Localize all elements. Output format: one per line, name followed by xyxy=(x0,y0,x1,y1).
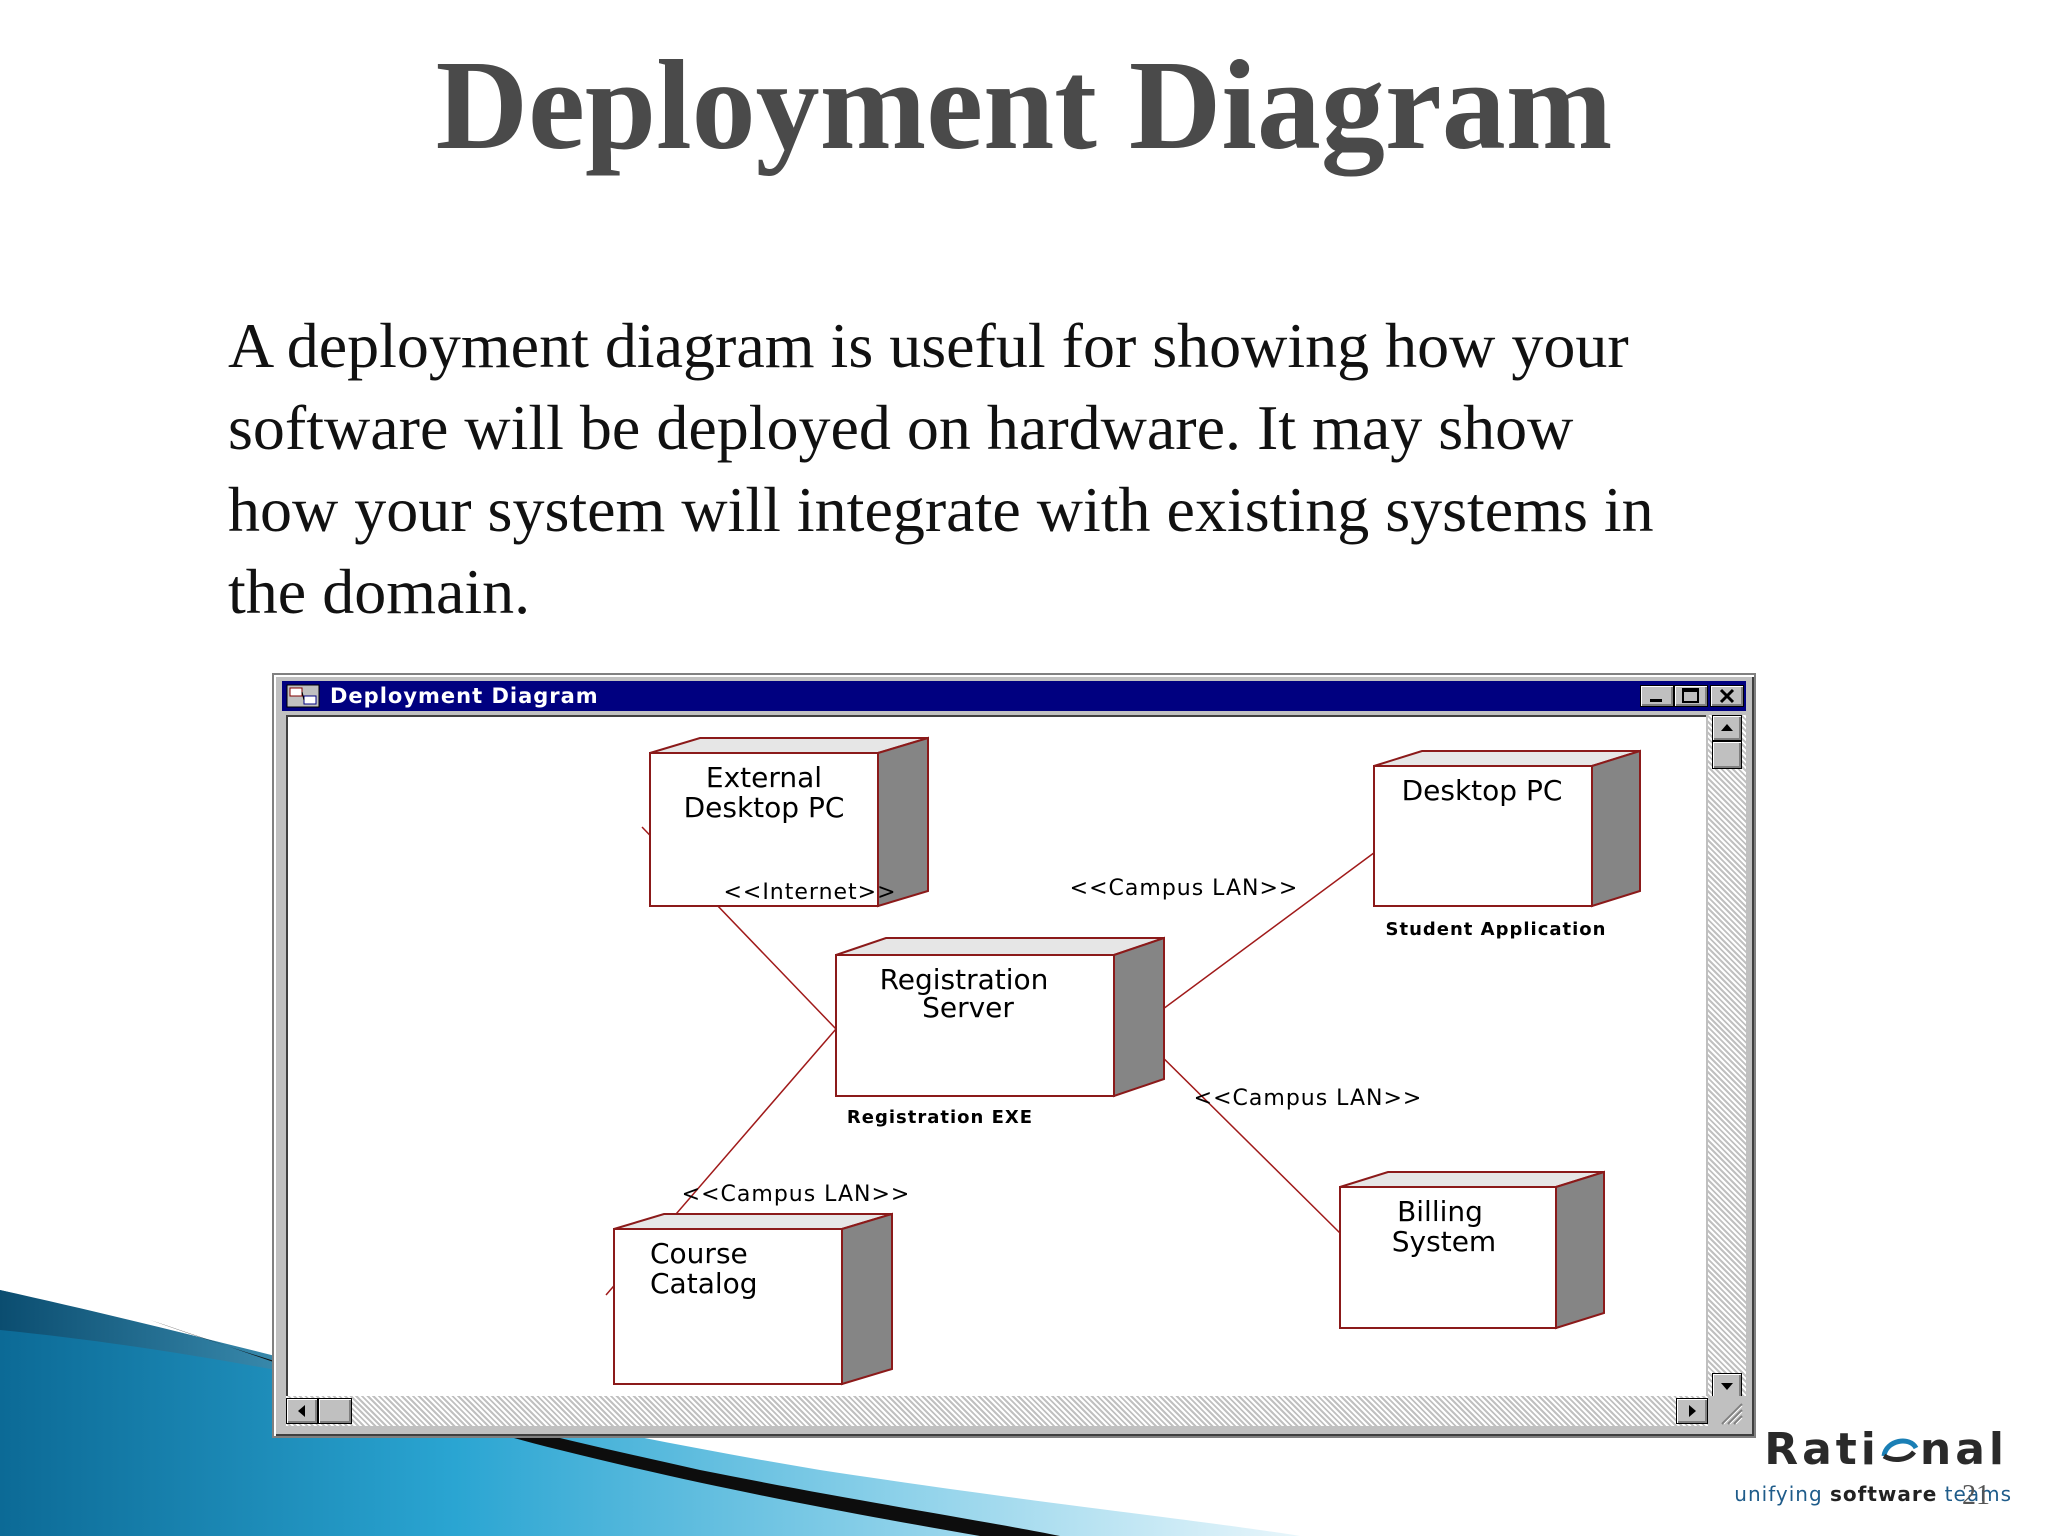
label-internet: <<Internet>> xyxy=(723,880,896,905)
node-billing-line2: System xyxy=(1392,1225,1496,1258)
logo-tag-c: teams xyxy=(1937,1482,2012,1506)
node-registration-line2: Server xyxy=(922,991,1014,1024)
label-campus-lan-desktop: <<Campus LAN>> xyxy=(1070,876,1299,901)
node-course-line2: Catalog xyxy=(650,1267,758,1300)
node-external-line1: External xyxy=(706,761,822,794)
arrow-right-icon xyxy=(1689,1405,1696,1417)
close-button[interactable] xyxy=(1710,685,1744,707)
node-billing-line1: Billing xyxy=(1397,1195,1483,1228)
scroll-left-button[interactable] xyxy=(286,1398,318,1424)
diagram-app-icon xyxy=(286,684,320,708)
minimize-button[interactable] xyxy=(1640,685,1674,707)
close-icon xyxy=(1719,688,1735,704)
slide-title: Deployment Diagram xyxy=(435,34,1613,176)
maximize-icon xyxy=(1682,688,1699,703)
process-registration-exe: Registration EXE xyxy=(847,1107,1033,1128)
vertical-scrollbar[interactable] xyxy=(1708,715,1746,1399)
horizontal-scroll-thumb[interactable] xyxy=(318,1398,352,1424)
maximize-button[interactable] xyxy=(1674,685,1708,707)
deployment-diagram-window: Deployment Diagram External Desktop PC xyxy=(272,673,1756,1438)
diagram-canvas[interactable]: External Desktop PC Desktop PC Student A… xyxy=(286,715,1706,1401)
logo-word-a: Rati xyxy=(1764,1424,1880,1475)
logo-word-b: nal xyxy=(1919,1424,2008,1475)
logo-tag-b: software xyxy=(1830,1482,1938,1506)
label-campus-lan-course: <<Campus LAN>> xyxy=(682,1182,911,1207)
node-course-line1: Course xyxy=(650,1237,748,1270)
node-external-desktop-pc[interactable]: External Desktop PC xyxy=(649,736,929,908)
minimize-icon xyxy=(1650,699,1662,702)
page-number: 21 xyxy=(1962,1480,1990,1511)
label-campus-lan-billing: <<Campus LAN>> xyxy=(1194,1086,1423,1111)
arrow-down-icon xyxy=(1721,1383,1733,1390)
resize-grip[interactable] xyxy=(1708,1396,1746,1426)
node-course-catalog[interactable]: Course Catalog xyxy=(613,1212,893,1386)
vertical-scroll-thumb[interactable] xyxy=(1712,741,1742,769)
connection-desktop-lan[interactable] xyxy=(1135,840,1391,1030)
node-registration-server[interactable]: Registration Server xyxy=(835,936,1165,1098)
window-titlebar[interactable]: Deployment Diagram xyxy=(282,681,1746,711)
connection-billing-lan[interactable] xyxy=(1135,1030,1345,1238)
node-billing-system[interactable]: Billing System xyxy=(1339,1170,1605,1330)
node-registration-line1: Registration xyxy=(880,963,1049,996)
node-desktop-pc[interactable]: Desktop PC xyxy=(1373,749,1641,908)
window-title: Deployment Diagram xyxy=(330,684,599,708)
scroll-up-button[interactable] xyxy=(1712,715,1742,741)
resize-grip-icon xyxy=(1721,1403,1743,1425)
arrow-left-icon xyxy=(298,1405,305,1417)
wave-band-light xyxy=(0,1290,1300,1536)
process-student-application: Student Application xyxy=(1386,919,1607,940)
logo-o-swoosh-icon xyxy=(1881,1438,1919,1462)
scroll-right-button[interactable] xyxy=(1676,1398,1708,1424)
horizontal-scrollbar[interactable] xyxy=(286,1396,1708,1426)
logo-tag-a: unifying xyxy=(1734,1482,1831,1506)
body-paragraph: A deployment diagram is useful for showi… xyxy=(228,310,1654,627)
logo-tagline: unifying software teams xyxy=(1734,1482,2012,1506)
node-desktop-line1: Desktop PC xyxy=(1402,774,1563,807)
deployment-diagram: External Desktop PC Desktop PC Student A… xyxy=(605,736,1641,1386)
node-external-line2: Desktop PC xyxy=(684,791,845,824)
arrow-up-icon xyxy=(1721,724,1733,731)
